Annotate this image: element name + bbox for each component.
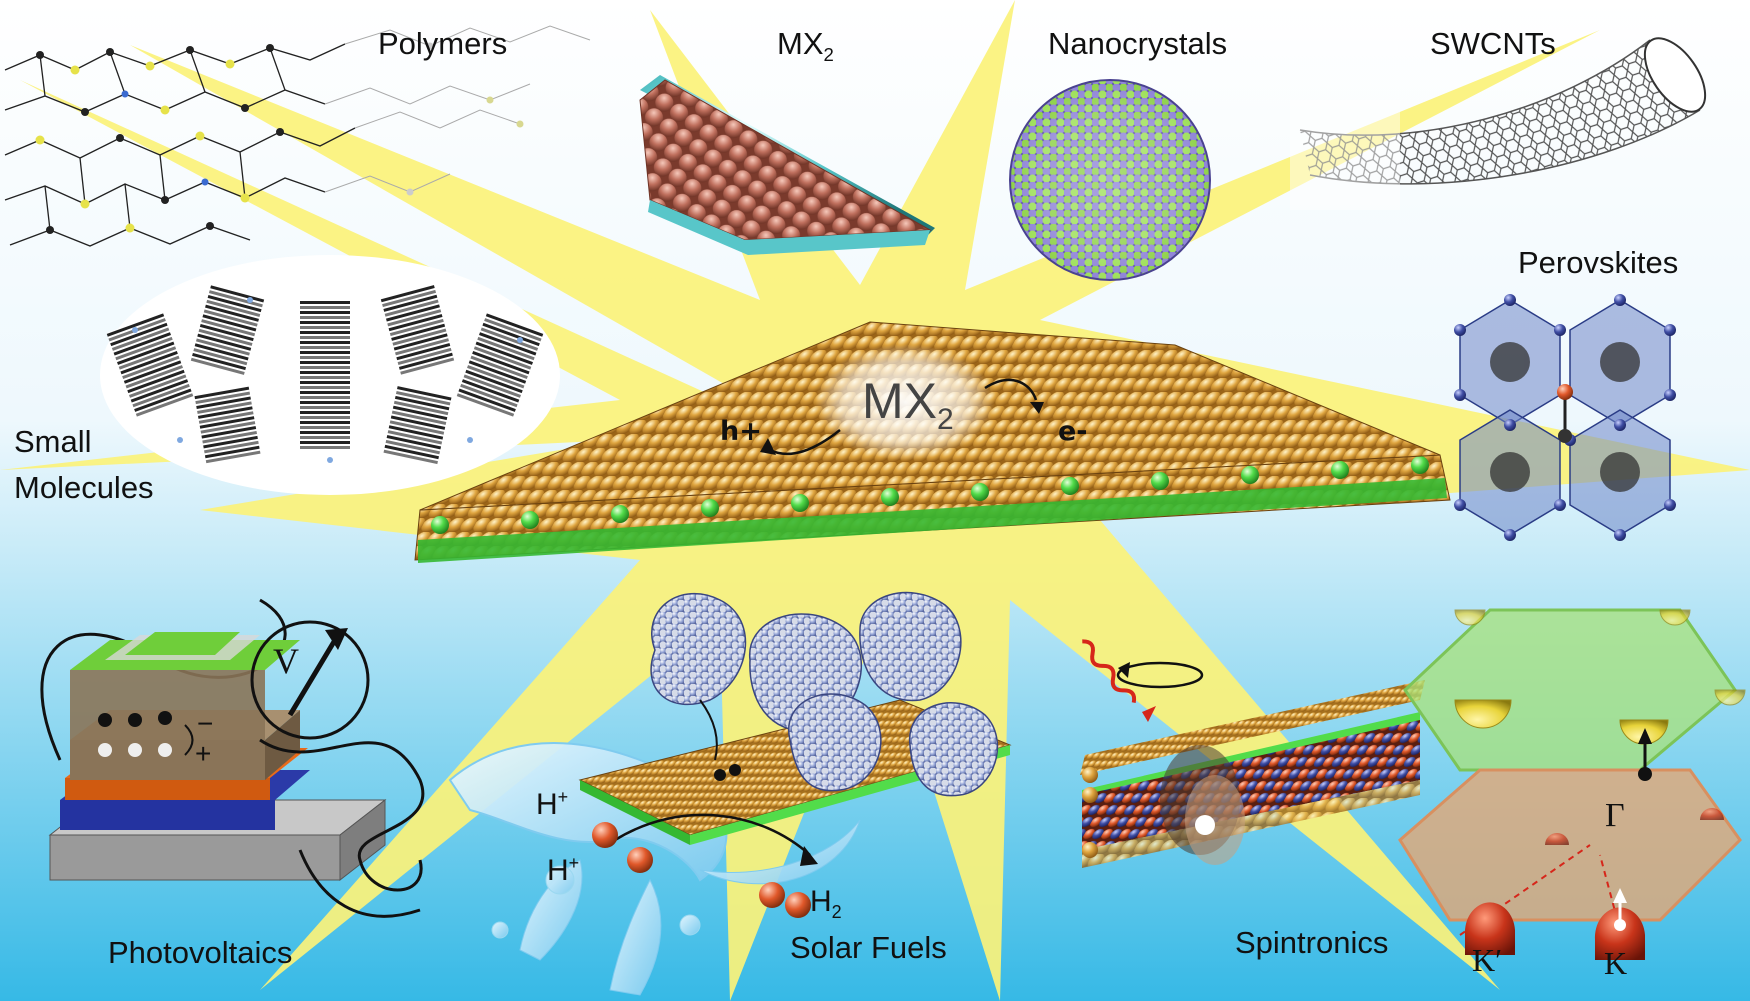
label-k: K [1604,945,1628,981]
label-hplus-2-main: H [547,854,569,887]
label-molecules: Molecules [14,470,154,505]
label-hplus-1: H+ [536,787,568,822]
label-polymers: Polymers [378,26,508,61]
label-mx2-top: MX2 [777,26,834,66]
label-minus: − [197,708,214,739]
label-center-mx2-sub: 2 [937,403,954,436]
label-small: Small [14,424,92,459]
label-hplus-1-sup: + [557,787,569,807]
label-electron: e- [1058,416,1088,447]
photovoltaic-device [40,598,425,918]
label-hplus-1-main: H [536,788,558,821]
label-mx2-top-main: MX [777,26,824,61]
polymer-network [4,25,591,247]
polymer-atoms [35,42,524,234]
label-center-mx2: MX2 [862,372,954,437]
label-gamma: Γ [1605,797,1625,834]
label-nanocrystals: Nanocrystals [1048,26,1228,61]
central-mx2-slab [414,321,1451,563]
label-mx2-top-sub: 2 [823,44,834,66]
label-hplus-2-sup: + [568,853,580,873]
label-solar-fuels: Solar Fuels [790,930,947,965]
label-center-mx2-main: MX [862,373,937,429]
label-h2-main: H [810,885,832,918]
solar-fuels [448,591,1012,996]
label-k-prime: K′ [1472,942,1503,978]
label-h2: H2 [810,885,842,923]
voltmeter-icon [250,620,370,740]
label-hplus-2: H+ [547,853,579,888]
band-structure [1398,608,1746,960]
mx2-wedge [639,75,935,255]
photon-wave-icon [1082,639,1137,704]
label-h2-sub: 2 [831,902,842,922]
swcnt-tube [1290,37,1707,210]
spintronics [1080,639,1425,868]
label-hole: h+ [720,416,762,447]
label-swcnts: SWCNTs [1430,26,1556,61]
label-perovskites: Perovskites [1518,245,1679,280]
label-voltage: V [273,641,299,681]
nanocrystal [1009,79,1211,281]
perovskite [1454,294,1676,541]
label-photovoltaics: Photovoltaics [108,935,293,970]
spin-arrow-icon [1116,661,1204,689]
label-plus: + [195,738,212,769]
small-molecules [100,255,560,495]
label-spintronics: Spintronics [1235,925,1389,960]
